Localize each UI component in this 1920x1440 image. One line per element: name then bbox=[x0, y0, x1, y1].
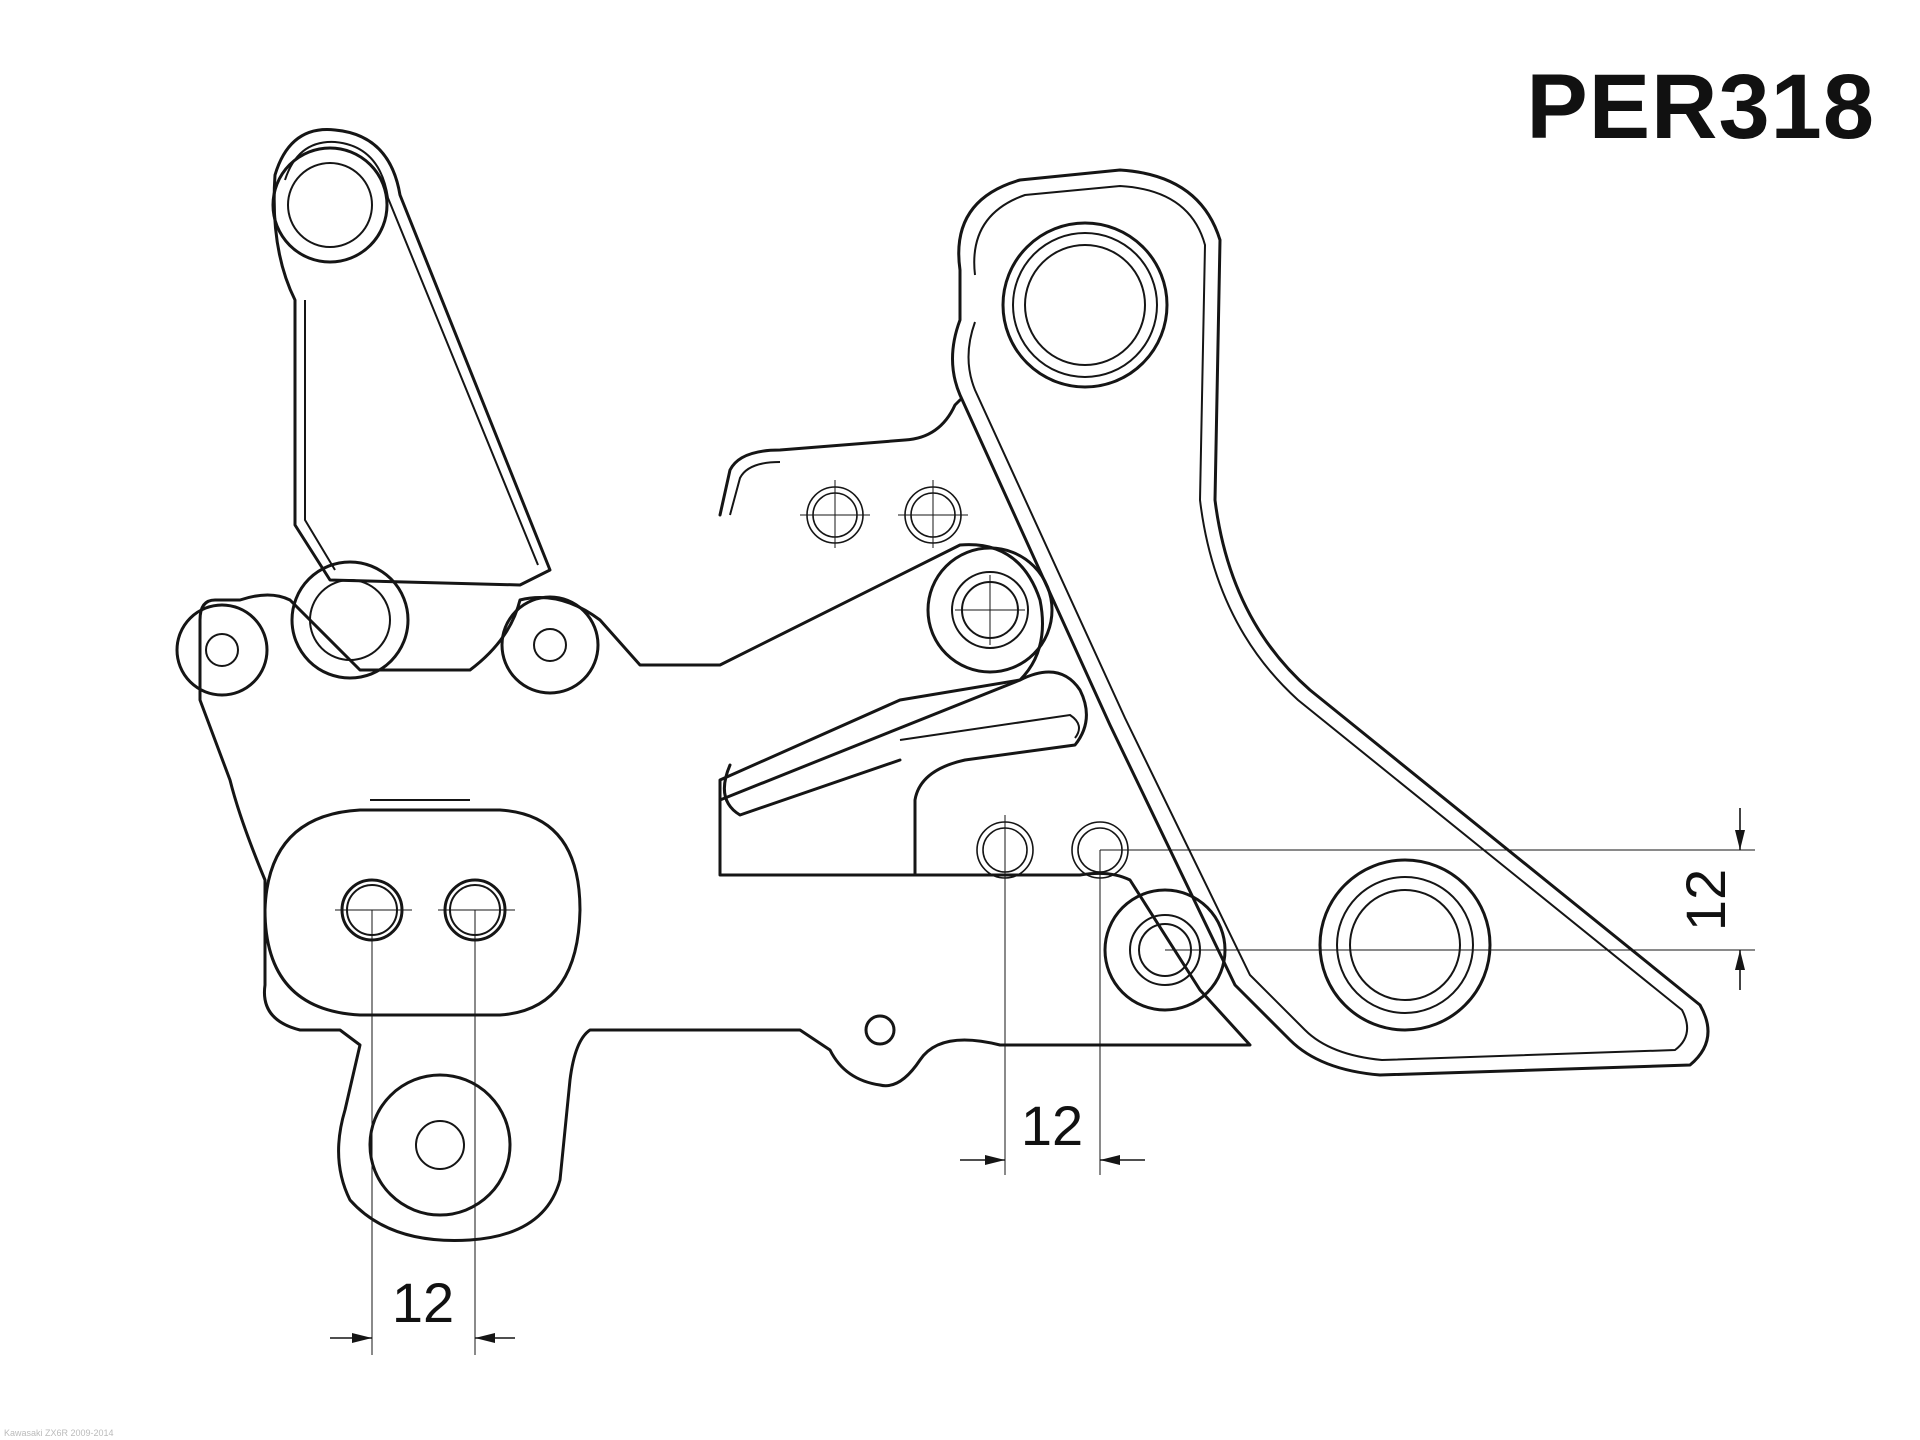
hole-mid-center bbox=[500, 595, 600, 695]
right-lever bbox=[951, 168, 1710, 1077]
hole-right-bearing bbox=[1318, 858, 1492, 1032]
dimension-lower-left: 12 bbox=[330, 910, 515, 1355]
hole-top-left bbox=[271, 146, 389, 264]
main-plate bbox=[198, 543, 1252, 1242]
hole-pivot-upper bbox=[926, 546, 1054, 674]
hole-bottom bbox=[368, 1073, 512, 1217]
hole-mid-left-ring bbox=[290, 560, 410, 680]
hole-small-bottom bbox=[864, 1014, 896, 1046]
upper-center-bracket bbox=[718, 398, 962, 517]
dimension-middle: 12 bbox=[960, 815, 1145, 1175]
lower-left-slot bbox=[263, 799, 582, 1017]
hole-far-left bbox=[175, 603, 269, 697]
dimension-vertical: 12 bbox=[1100, 808, 1755, 990]
dimension-label-vertical: 12 bbox=[1674, 869, 1737, 931]
hole-top-right-bearing bbox=[1001, 221, 1169, 389]
dimension-label-middle: 12 bbox=[1021, 1094, 1083, 1157]
center-lines bbox=[335, 480, 1025, 911]
footer-note: Kawasaki ZX6R 2009-2014 bbox=[4, 1428, 114, 1438]
middle-slot-arm bbox=[718, 670, 1088, 877]
upper-left-arm bbox=[272, 128, 552, 587]
part-code-title: PER318 bbox=[1526, 56, 1875, 158]
dimension-label-lower-left: 12 bbox=[392, 1271, 454, 1334]
